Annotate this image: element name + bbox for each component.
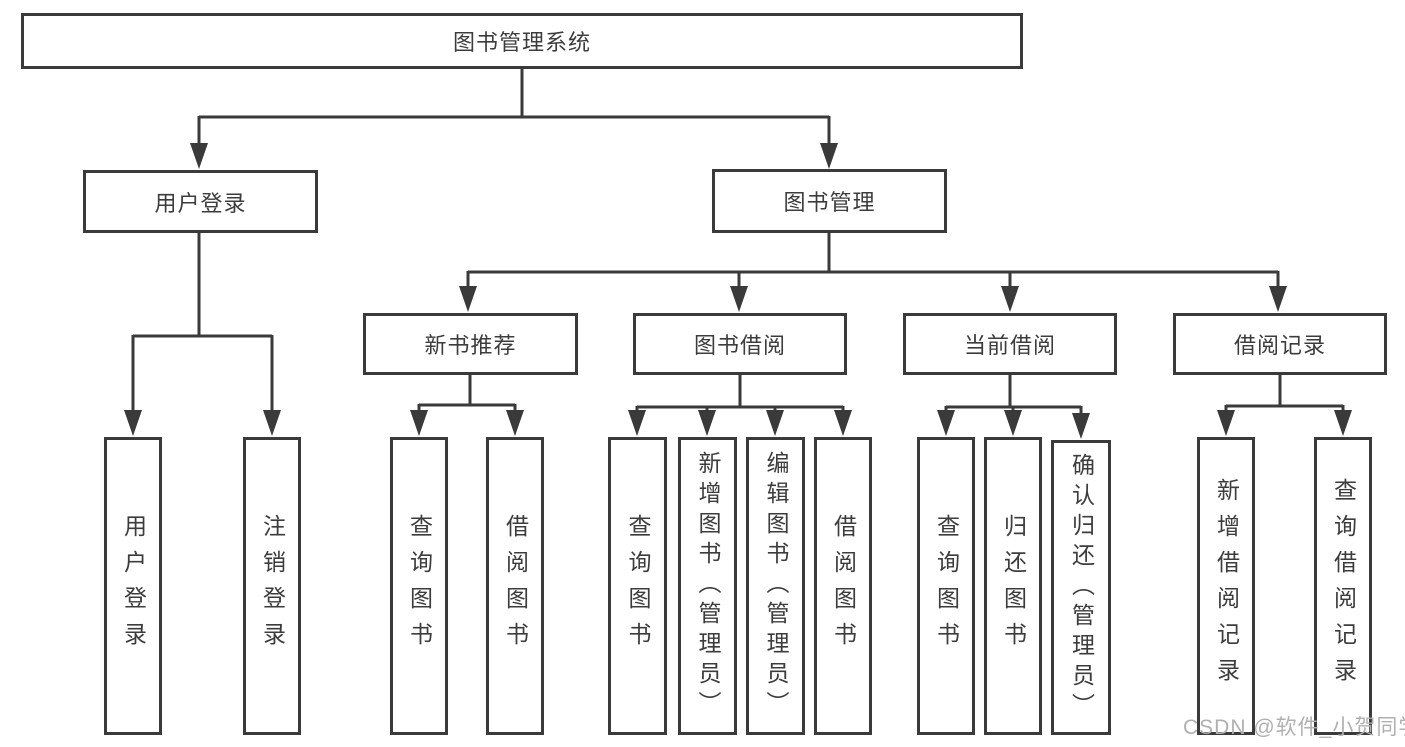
node-new-book-recommend-label: 新书推荐 (424, 333, 517, 358)
leaf-query-books-current: 查询图书 (917, 437, 975, 735)
node-current-borrowing: 当前借阅 (903, 313, 1117, 375)
node-book-management-label: 图书管理 (783, 190, 876, 215)
leaf-query-borrow-record: 查询借阅记录 (1314, 437, 1372, 735)
leaf-edit-books-admin-label: 编辑图书（管理员） (763, 451, 789, 721)
leaf-borrow-books-recommend: 借阅图书 (486, 437, 544, 735)
leaf-confirm-return-admin-label: 确认归还（管理员） (1068, 452, 1095, 723)
leaf-edit-books-admin: 编辑图书（管理员） (746, 437, 805, 735)
leaf-borrow-books-recommend-label: 借阅图书 (502, 514, 529, 658)
leaf-add-books-admin-label: 新增图书（管理员） (695, 451, 721, 721)
node-root-label: 图书管理系统 (452, 30, 591, 55)
leaf-logout: 注销登录 (243, 437, 301, 735)
node-book-management: 图书管理 (712, 169, 947, 233)
node-user-login: 用户登录 (83, 170, 318, 233)
leaf-confirm-return-admin: 确认归还（管理员） (1051, 440, 1111, 735)
leaf-add-borrow-record-label: 新增借阅记录 (1213, 478, 1240, 694)
leaf-query-books-recommend-label: 查询图书 (406, 514, 433, 658)
csdn-watermark: CSDN @软件_小贺同学 (1183, 716, 1405, 739)
leaf-return-books-label: 归还图书 (1000, 514, 1027, 658)
leaf-query-books-borrowing-label: 查询图书 (625, 514, 651, 658)
leaf-query-books-recommend: 查询图书 (390, 437, 448, 735)
leaf-borrow-books-label: 借阅图书 (830, 514, 857, 658)
leaf-add-books-admin: 新增图书（管理员） (678, 437, 737, 735)
leaf-borrow-books: 借阅图书 (814, 437, 872, 735)
leaf-user-login: 用户登录 (104, 437, 162, 735)
leaf-query-borrow-record-label: 查询借阅记录 (1330, 478, 1357, 694)
node-book-borrowing-label: 图书借阅 (693, 333, 786, 358)
node-book-borrowing: 图书借阅 (633, 313, 847, 375)
node-root: 图书管理系统 (21, 13, 1023, 69)
node-new-book-recommend: 新书推荐 (363, 313, 578, 375)
leaf-query-books-borrowing: 查询图书 (608, 437, 667, 735)
node-borrowing-records: 借阅记录 (1173, 313, 1387, 375)
leaf-add-borrow-record: 新增借阅记录 (1197, 437, 1255, 735)
leaf-logout-label: 注销登录 (259, 514, 286, 658)
leaf-return-books: 归还图书 (984, 437, 1042, 735)
node-user-login-label: 用户登录 (154, 190, 247, 216)
node-borrowing-records-label: 借阅记录 (1233, 333, 1326, 358)
leaf-query-books-current-label: 查询图书 (933, 514, 960, 658)
leaf-user-login-label: 用户登录 (120, 514, 147, 658)
node-current-borrowing-label: 当前借阅 (963, 333, 1056, 358)
